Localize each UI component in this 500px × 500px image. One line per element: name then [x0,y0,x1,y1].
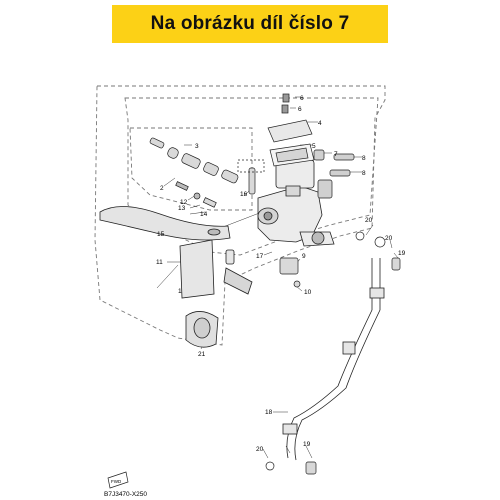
pin-and-switch [237,159,301,288]
bolts [313,149,355,199]
callout-7: 7 [334,151,338,158]
callout-13: 13 [178,205,186,212]
callout-18: 18 [265,409,273,416]
diagram-code: B7J3470-X250 [104,491,147,498]
outline-inner [124,97,379,256]
group-outlines [94,85,386,346]
callout-labels: 1 2 3 4 5 6 6 7 8 8 9 10 11 12 13 14 15 … [156,95,406,453]
callout-8-bottom: 8 [362,170,366,177]
fwd-label: FWD [111,479,122,484]
callout-14: 14 [200,211,208,218]
callout-20-lower: 20 [256,446,264,453]
outline-piston-kit [129,127,253,211]
callout-17: 17 [256,253,264,260]
callout-5: 5 [312,143,316,150]
lever-holder [179,239,253,299]
callout-1: 1 [178,288,182,295]
banjo-fittings [265,231,401,475]
callout-9: 9 [302,253,306,260]
callout-3: 3 [195,143,199,150]
callout-19-upper: 19 [398,250,406,257]
piston-kit [149,137,239,208]
callout-16: 16 [240,191,248,198]
callout-21: 21 [198,351,206,358]
callout-20-upper-b: 20 [385,235,393,242]
title-text: Na obrázku díl číslo 7 [150,13,350,34]
brake-hose [282,257,385,461]
callout-6-top: 6 [300,95,304,102]
callout-11: 11 [156,259,163,266]
callout-8-top: 8 [362,155,366,162]
outline-outer [94,85,386,346]
reservoir-cap-parts [267,93,315,167]
callout-19-lower: 19 [303,441,311,448]
callout-10: 10 [304,289,312,296]
callout-2: 2 [160,185,164,192]
fwd-arrow-badge: FWD [107,471,129,489]
title-banner: Na obrázku díl číslo 7 [112,5,388,43]
callout-6-second: 6 [298,106,302,113]
handle-clamp [185,311,219,348]
master-cylinder-body [257,159,335,247]
callout-15: 15 [157,231,165,238]
brake-lever [99,206,231,241]
callout-12: 12 [180,199,188,206]
callout-20-upper-a: 20 [365,217,373,224]
callout-4: 4 [318,120,322,127]
